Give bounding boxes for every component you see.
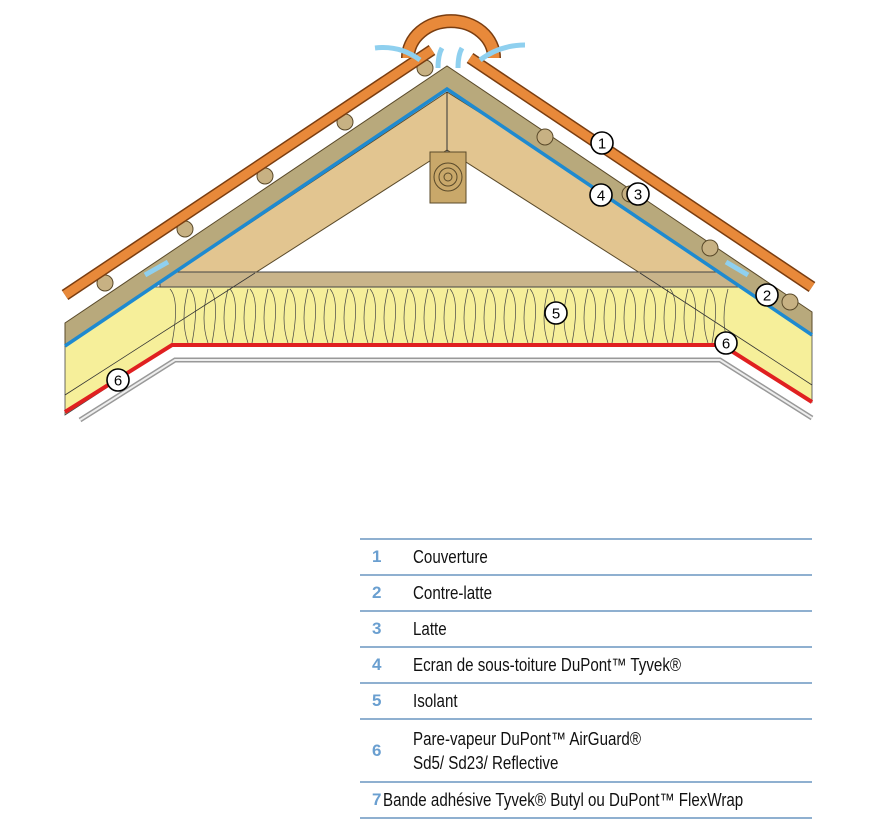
callout-3: 3 xyxy=(626,182,650,206)
legend-label: Couverture xyxy=(413,547,488,567)
legend-number: 1 xyxy=(372,547,382,566)
batten xyxy=(781,293,799,311)
callout-1: 1 xyxy=(590,131,614,155)
legend-number: 3 xyxy=(372,619,382,638)
legend-number: 6 xyxy=(372,740,382,760)
legend-row: 3 Latte xyxy=(360,610,812,646)
airflow-arrows xyxy=(143,42,750,278)
batten xyxy=(701,239,719,257)
collar-tie xyxy=(159,271,746,288)
callout-4: 4 xyxy=(589,183,613,207)
callout-6: 6 xyxy=(106,368,130,392)
svg-text:1: 1 xyxy=(598,136,606,153)
vapour-barrier xyxy=(63,343,814,414)
legend-row: 5 Isolant xyxy=(360,682,812,718)
legend-label-line2: Sd5/ Sd23/ Reflective xyxy=(413,752,559,773)
legend-number: 4 xyxy=(372,655,382,674)
legend-number: 7 xyxy=(372,790,382,809)
svg-text:4: 4 xyxy=(597,188,605,205)
callout-5: 5 xyxy=(544,301,568,325)
callout-2: 2 xyxy=(755,283,779,307)
legend-row: 4 Ecran de sous-toiture DuPont™ Tyvek® xyxy=(360,646,812,682)
svg-text:3: 3 xyxy=(634,187,642,204)
legend-label: Latte xyxy=(413,619,447,639)
tyvek-membrane xyxy=(64,86,813,348)
svg-text:2: 2 xyxy=(763,288,771,305)
legend-label: Isolant xyxy=(413,691,458,711)
batten xyxy=(536,128,554,146)
legend-label: Bande adhésive Tyvek® Butyl ou DuPont™ F… xyxy=(383,790,744,810)
legend-number: 2 xyxy=(372,583,382,602)
svg-text:5: 5 xyxy=(552,306,560,323)
svg-text:6: 6 xyxy=(722,336,730,353)
ridge-beam xyxy=(429,151,467,204)
roof-section-diagram: 1 2 3 4 5 6 6 xyxy=(61,14,816,423)
legend-row: 2 Contre-latte xyxy=(360,574,812,610)
legend-number: 5 xyxy=(372,691,382,710)
legend-label: Contre-latte xyxy=(413,583,492,603)
legend-table: 1 Couverture 2 Contre-latte 3 Latte 4 Ecran de … xyxy=(360,538,812,819)
svg-text:6: 6 xyxy=(114,373,122,390)
legend-label: Pare-vapeur DuPont™ AirGuard® xyxy=(413,728,641,749)
legend-row: 6 Pare-vapeur DuPont™ AirGuard® Sd5/ Sd23/… xyxy=(360,718,812,781)
callout-6: 6 xyxy=(714,331,738,355)
ceiling xyxy=(78,357,814,423)
legend-row: 1 Couverture xyxy=(360,538,812,574)
insulation xyxy=(64,286,813,416)
legend-label: Ecran de sous-toiture DuPont™ Tyvek® xyxy=(413,655,682,675)
